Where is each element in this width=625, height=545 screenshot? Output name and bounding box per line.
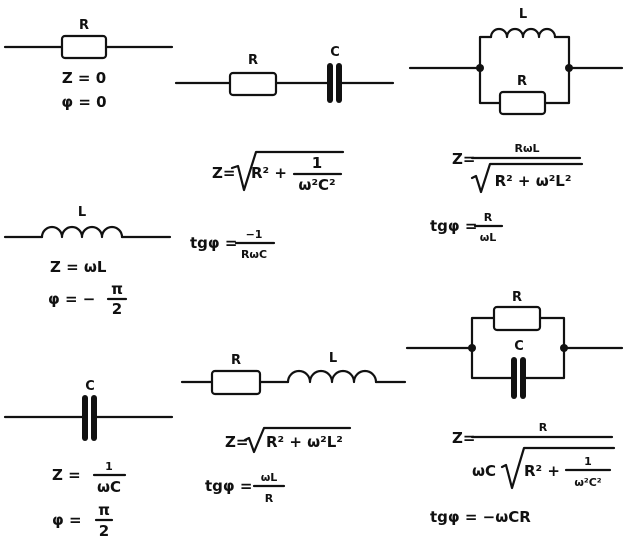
inductor-phase-num: π (111, 280, 123, 298)
rl-series-phase-formula: tgφ = ωL R (205, 471, 286, 505)
capacitor-imp-den: ωC (97, 478, 121, 496)
rl-parallel-circuit: L R Z= RωL R² + ω²L² tgφ = R ωL (408, 7, 624, 244)
rl-series-tg-prefix: tgφ = (205, 477, 252, 495)
resistor-label: R (79, 18, 89, 33)
rc-parallel-frac-den: ω²C² (574, 476, 601, 489)
rl-parallel-den: R² + ω²L² (495, 172, 572, 190)
rl-parallel-impedance-formula: Z= RωL R² + ω²L² (452, 142, 584, 194)
rc-parallel-num: R (539, 421, 548, 434)
rl-parallel-root-sign (470, 162, 584, 194)
inductor-phase-prefix: φ = − (48, 290, 95, 308)
rc-parallel-c-label: C (514, 339, 524, 354)
rl-series-resistor (210, 369, 262, 396)
rl-parallel-tg-prefix: tgφ = (430, 217, 477, 235)
capacitor-imp-prefix: Z = (52, 466, 81, 484)
rc-parallel-den-prefix: ωC (472, 462, 496, 480)
rl-series-root-sign (243, 426, 352, 454)
rc-parallel-z-prefix: Z= (452, 429, 475, 447)
rc-parallel-circuit: R C Z= R ωC R² + 1 ω²C² tgφ = −ωCR (405, 290, 624, 526)
rl-parallel-r-label: R (517, 74, 527, 89)
rl-parallel-resistor (498, 90, 547, 116)
capacitor-imp-num: 1 (105, 460, 113, 473)
rc-parallel-bottom-branch (470, 346, 566, 380)
rc-parallel-top-branch (470, 316, 566, 350)
rl-parallel-z-prefix: Z= (452, 150, 475, 168)
rl-series-z-prefix: Z= (225, 433, 248, 451)
rl-parallel-top-branch (478, 35, 571, 70)
rc-series-z-prefix: Z= (212, 164, 235, 182)
rl-series-circuit: R L Z= R² + ω²L² tgφ = ωL R (180, 351, 407, 505)
rc-series-c-label: C (330, 45, 340, 60)
rc-series-tg-num: −1 (246, 228, 263, 241)
rc-series-tg-prefix: tgφ = (190, 234, 237, 252)
rl-parallel-tg-num: R (484, 211, 493, 224)
rc-parallel-tg-formula: tgφ = −ωCR (430, 508, 531, 526)
rc-parallel-node (560, 344, 568, 352)
rl-series-tg-num: ωL (261, 471, 278, 484)
resistor-symbol (60, 34, 108, 60)
rl-parallel-num: RωL (514, 142, 539, 155)
rc-parallel-resistor (492, 305, 542, 332)
rc-series-resistor (228, 71, 278, 97)
rl-series-impedance-formula: Z= R² + ω²L² (225, 426, 352, 454)
capacitor-circuit: C Z = 1 ωC φ = π 2 (3, 379, 174, 540)
rc-series-circuit: R C Z= R² + 1 ω²C² tgφ = −1 RωC (174, 45, 395, 261)
rl-series-tg-den: R (265, 492, 274, 505)
capacitor-label: C (85, 379, 95, 394)
inductor-impedance: Z = ωL (50, 258, 107, 276)
rc-parallel-root-sign (500, 446, 616, 490)
rl-series-inductor (286, 369, 378, 384)
rc-parallel-frac-num: 1 (584, 455, 592, 468)
capacitor-phase-num: π (98, 501, 110, 519)
rl-parallel-bottom-branch (478, 66, 571, 105)
rl-series-l-label: L (329, 351, 337, 366)
rl-parallel-inductor (489, 27, 557, 39)
rc-series-root-r2: R² + (251, 164, 287, 182)
capacitor-phase-prefix: φ = (52, 511, 82, 529)
rc-parallel-impedance-formula: Z= R ωC R² + 1 ω²C² (452, 421, 616, 490)
inductor-phase-den: 2 (112, 300, 122, 318)
resistor-circuit: R Z = 0 φ = 0 (3, 18, 174, 111)
inductor-symbol (40, 225, 124, 239)
rc-series-frac-num: 1 (312, 154, 322, 172)
rl-parallel-node (476, 64, 484, 72)
rc-parallel-r-label: R (512, 290, 522, 305)
rl-parallel-tg-den: ωL (480, 231, 497, 244)
rc-series-tg-den: RωC (241, 248, 267, 261)
rc-parallel-node (468, 344, 476, 352)
resistor-phase: φ = 0 (61, 93, 106, 111)
rc-series-frac-den: ω²C² (298, 176, 335, 194)
rc-parallel-root-r2: R² + (524, 462, 560, 480)
rc-series-phase-formula: tgφ = −1 RωC (190, 228, 276, 261)
rc-series-impedance-formula: Z= R² + 1 ω²C² (212, 150, 345, 194)
rl-parallel-phase-formula: tgφ = R ωL (430, 211, 504, 244)
rc-series-root-sign (230, 150, 345, 192)
capacitor-phase-den: 2 (99, 522, 109, 540)
rc-series-r-label: R (248, 53, 258, 68)
rl-series-root: R² + ω²L² (266, 433, 343, 451)
rl-parallel-l-label: L (519, 7, 527, 22)
resistor-impedance: Z = 0 (62, 69, 106, 87)
inductor-label: L (78, 205, 86, 220)
rl-parallel-node (565, 64, 573, 72)
inductor-circuit: L Z = ωL φ = − π 2 (3, 205, 172, 318)
rl-series-r-label: R (231, 353, 241, 368)
